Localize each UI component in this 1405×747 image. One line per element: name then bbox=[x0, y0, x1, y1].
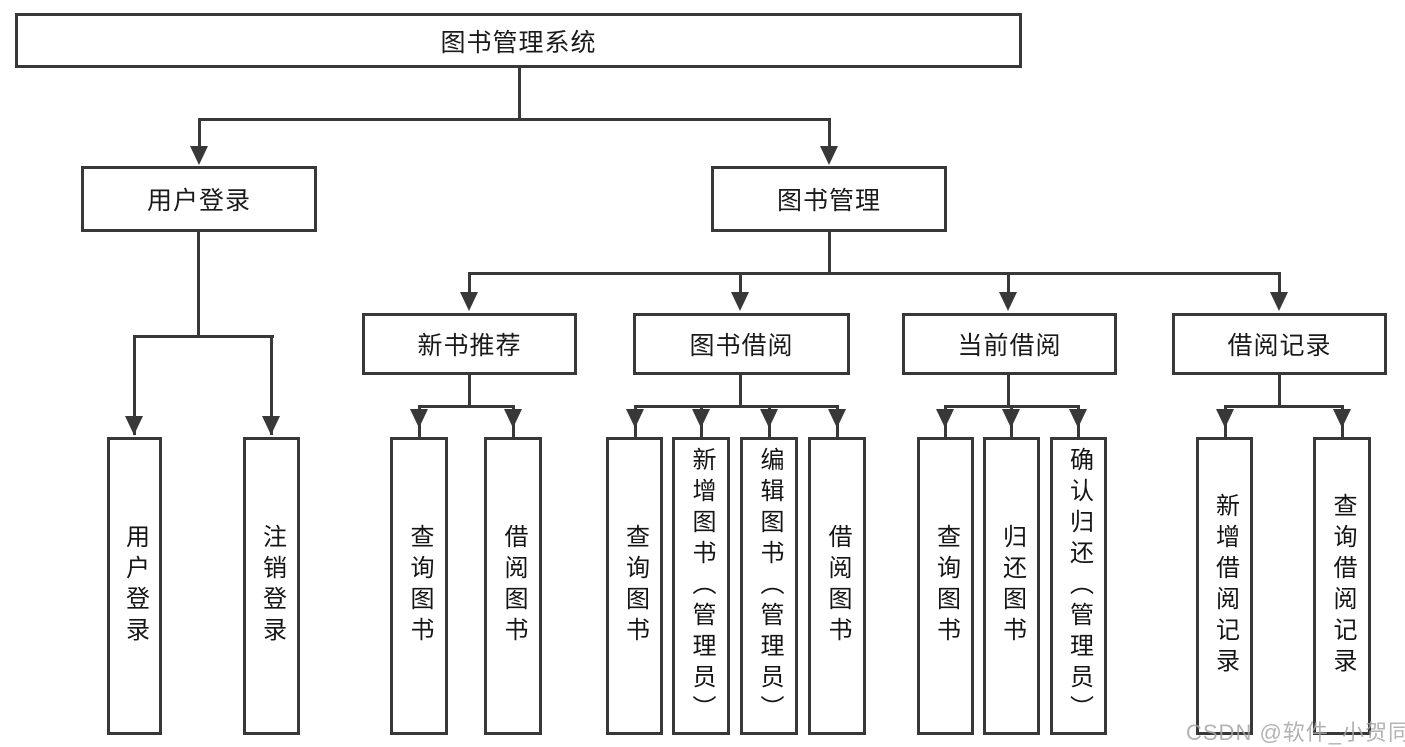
connector-line bbox=[828, 118, 831, 150]
arrow-down-icon bbox=[262, 416, 280, 435]
node-box-system: 图书管理系统 bbox=[15, 13, 1022, 68]
leaf-label: 查询图书 bbox=[621, 524, 649, 648]
leaf-label: 借阅图书 bbox=[824, 524, 851, 648]
node-box-new-books: 新书推荐 bbox=[362, 313, 577, 375]
node-label: 新书推荐 bbox=[417, 332, 522, 360]
arrow-down-icon bbox=[820, 146, 838, 165]
node-label: 图书管理系统 bbox=[440, 28, 597, 57]
arrow-down-icon bbox=[1216, 409, 1234, 428]
leaf-box-edit-books-admin: 编辑图书（管理员） bbox=[740, 437, 798, 735]
arrow-down-icon bbox=[828, 409, 846, 428]
connector-line bbox=[739, 272, 742, 302]
node-label: 图书借阅 bbox=[689, 332, 794, 360]
connector-line bbox=[270, 335, 273, 435]
leaf-box-add-books-admin: 新增图书（管理员） bbox=[672, 437, 730, 735]
leaf-label: 查询图书 bbox=[932, 524, 960, 648]
leaf-label: 查询图书 bbox=[406, 524, 433, 648]
leaf-box-user-login: 用户登录 bbox=[107, 437, 162, 735]
connector-line bbox=[739, 375, 742, 407]
connector-line bbox=[1224, 405, 1344, 408]
connector-line bbox=[518, 68, 521, 120]
leaf-label: 新增借阅记录 bbox=[1211, 493, 1239, 679]
arrow-down-icon bbox=[936, 409, 954, 428]
arrow-down-icon bbox=[626, 409, 644, 428]
leaf-box-borrow-books-1: 借阅图书 bbox=[484, 437, 542, 735]
arrow-down-icon bbox=[125, 416, 143, 435]
leaf-label: 借阅图书 bbox=[500, 524, 527, 648]
node-label: 图书管理 bbox=[776, 187, 881, 215]
connector-line bbox=[1007, 272, 1010, 302]
node-box-book-borrow: 图书借阅 bbox=[633, 313, 850, 375]
leaf-label: 注销登录 bbox=[258, 524, 286, 648]
arrow-down-icon bbox=[692, 409, 710, 428]
connector-line bbox=[418, 405, 515, 408]
connector-line bbox=[197, 232, 200, 338]
node-box-borrow-records: 借阅记录 bbox=[1172, 313, 1387, 375]
leaf-box-query-books-2: 查询图书 bbox=[606, 437, 663, 735]
connector-line bbox=[468, 375, 471, 407]
connector-line bbox=[469, 272, 1281, 275]
connector-line bbox=[828, 232, 831, 274]
node-box-current-borrow: 当前借阅 bbox=[902, 313, 1117, 375]
leaf-label: 确认归还（管理员） bbox=[1065, 446, 1093, 726]
node-box-book-mgmt: 图书管理 bbox=[711, 166, 947, 232]
watermark-text: CSDN @软件_小贺同学 bbox=[1186, 720, 1405, 745]
connector-line bbox=[468, 272, 471, 302]
leaf-label: 查询借阅记录 bbox=[1329, 493, 1356, 679]
connector-line bbox=[133, 335, 274, 338]
arrow-down-icon bbox=[190, 146, 208, 165]
node-box-user-login: 用户登录 bbox=[81, 166, 317, 232]
leaf-box-confirm-return-admin: 确认归还（管理员） bbox=[1050, 437, 1107, 735]
leaf-label: 用户登录 bbox=[121, 524, 149, 648]
node-label: 借阅记录 bbox=[1227, 332, 1332, 360]
connector-line bbox=[1278, 375, 1281, 407]
arrow-down-icon bbox=[1002, 409, 1020, 428]
leaf-label: 归还图书 bbox=[998, 524, 1026, 648]
connector-line bbox=[1007, 375, 1010, 407]
arrow-down-icon bbox=[410, 409, 428, 428]
arrow-down-icon bbox=[731, 292, 749, 311]
node-label: 当前借阅 bbox=[957, 332, 1062, 360]
arrow-down-icon bbox=[760, 409, 778, 428]
leaf-box-borrow-books-2: 借阅图书 bbox=[808, 437, 866, 735]
node-label: 用户登录 bbox=[146, 187, 251, 215]
connector-line bbox=[198, 118, 831, 121]
arrow-down-icon bbox=[504, 409, 522, 428]
arrow-down-icon bbox=[1333, 409, 1351, 428]
leaf-label: 新增图书（管理员） bbox=[688, 446, 715, 726]
leaf-box-logout: 注销登录 bbox=[243, 437, 300, 735]
connector-line bbox=[133, 335, 136, 435]
leaf-box-query-books-1: 查询图书 bbox=[390, 437, 448, 735]
arrow-down-icon bbox=[1069, 409, 1087, 428]
connector-line bbox=[1278, 272, 1281, 302]
leaf-box-query-books-3: 查询图书 bbox=[917, 437, 974, 735]
leaf-label: 编辑图书（管理员） bbox=[756, 446, 783, 726]
connector-line bbox=[634, 405, 838, 408]
leaf-box-return-books: 归还图书 bbox=[983, 437, 1040, 735]
arrow-down-icon bbox=[1270, 292, 1288, 311]
connector-line bbox=[198, 118, 201, 150]
arrow-down-icon bbox=[999, 292, 1017, 311]
arrow-down-icon bbox=[460, 292, 478, 311]
leaf-box-add-borrow-record: 新增借阅记录 bbox=[1196, 437, 1253, 735]
leaf-box-query-borrow-record: 查询借阅记录 bbox=[1313, 437, 1371, 735]
